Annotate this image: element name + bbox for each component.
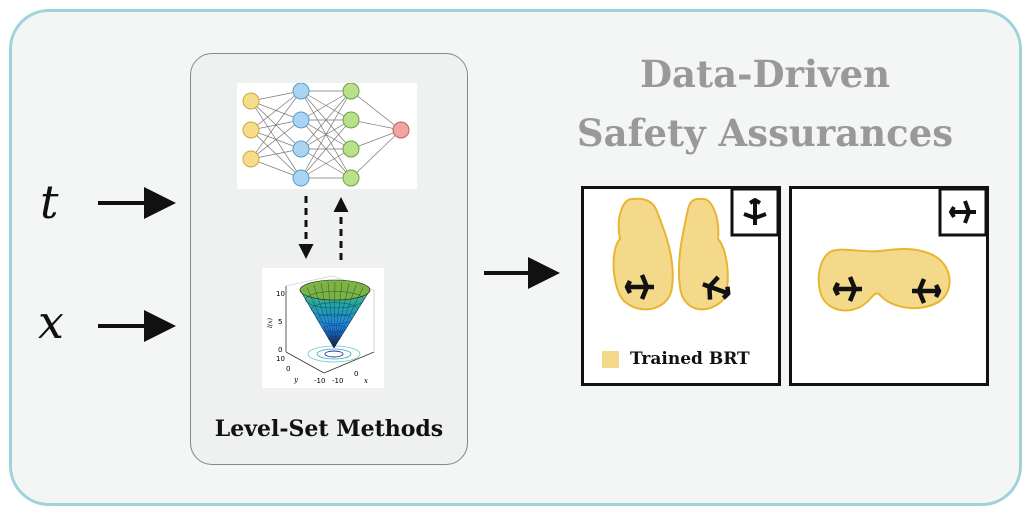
plane-icon-merged-right <box>912 278 942 304</box>
nn-node <box>342 111 360 129</box>
nn-edge <box>300 148 352 179</box>
nn-edge <box>300 119 352 179</box>
y-tick-0: 0 <box>286 365 290 373</box>
brt-panel-horizontal <box>789 186 989 386</box>
nn-edge <box>250 90 302 131</box>
nn-node <box>342 169 360 187</box>
level-set-label: Level-Set Methods <box>214 416 444 442</box>
plane-icon-right <box>702 275 731 300</box>
nn-edge <box>300 90 352 179</box>
nn-edge <box>300 90 352 121</box>
nn-edge <box>300 90 352 150</box>
nn-node <box>292 111 310 129</box>
nn-node <box>242 150 260 168</box>
z-tick-5: 5 <box>278 318 282 326</box>
x-tick-0: 0 <box>354 370 358 378</box>
z-axis-label: l(x) <box>267 317 274 328</box>
nn-node <box>242 92 260 110</box>
level-set-surface-plot: 10 5 0 l(x) 10 0 -10 y -10 0 x <box>262 268 384 388</box>
nn-edge <box>250 90 302 160</box>
z-tick-0: 0 <box>278 346 282 354</box>
nn-edge <box>350 90 402 131</box>
nn-edge <box>350 129 402 179</box>
nn-edge <box>350 129 402 150</box>
nn-node <box>342 140 360 158</box>
output-title-line2: Safety Assurances <box>576 111 954 155</box>
heading-plane-vertical-icon <box>743 198 767 225</box>
legend-swatch <box>602 351 619 368</box>
nn-node <box>292 83 310 100</box>
nn-node <box>342 83 360 100</box>
nn-edge <box>250 119 302 160</box>
x-tick-neg10: -10 <box>332 377 343 385</box>
nn-node <box>392 121 410 139</box>
y-tick-neg10: -10 <box>314 377 325 385</box>
y-tick-10: 10 <box>276 355 285 363</box>
input-t-label: t <box>40 175 59 229</box>
y-axis-label: y <box>293 376 299 384</box>
z-tick-10: 10 <box>276 290 285 298</box>
brt-panel-vertical: Trained BRT <box>581 186 781 386</box>
neural-network-diagram <box>237 83 417 189</box>
nn-edge <box>250 158 302 179</box>
heading-plane-horizontal-icon <box>949 200 976 224</box>
nn-node <box>292 169 310 187</box>
plane-icon-merged-left <box>832 276 862 302</box>
input-x-label: x <box>38 295 64 349</box>
brt-merged-shape <box>817 248 951 312</box>
x-axis-label: x <box>364 377 368 385</box>
nn-node <box>292 140 310 158</box>
plane-icon-left <box>624 274 654 300</box>
nn-node <box>242 121 260 139</box>
legend-label: Trained BRT <box>630 349 750 369</box>
output-title-line1: Data-Driven <box>639 52 891 96</box>
